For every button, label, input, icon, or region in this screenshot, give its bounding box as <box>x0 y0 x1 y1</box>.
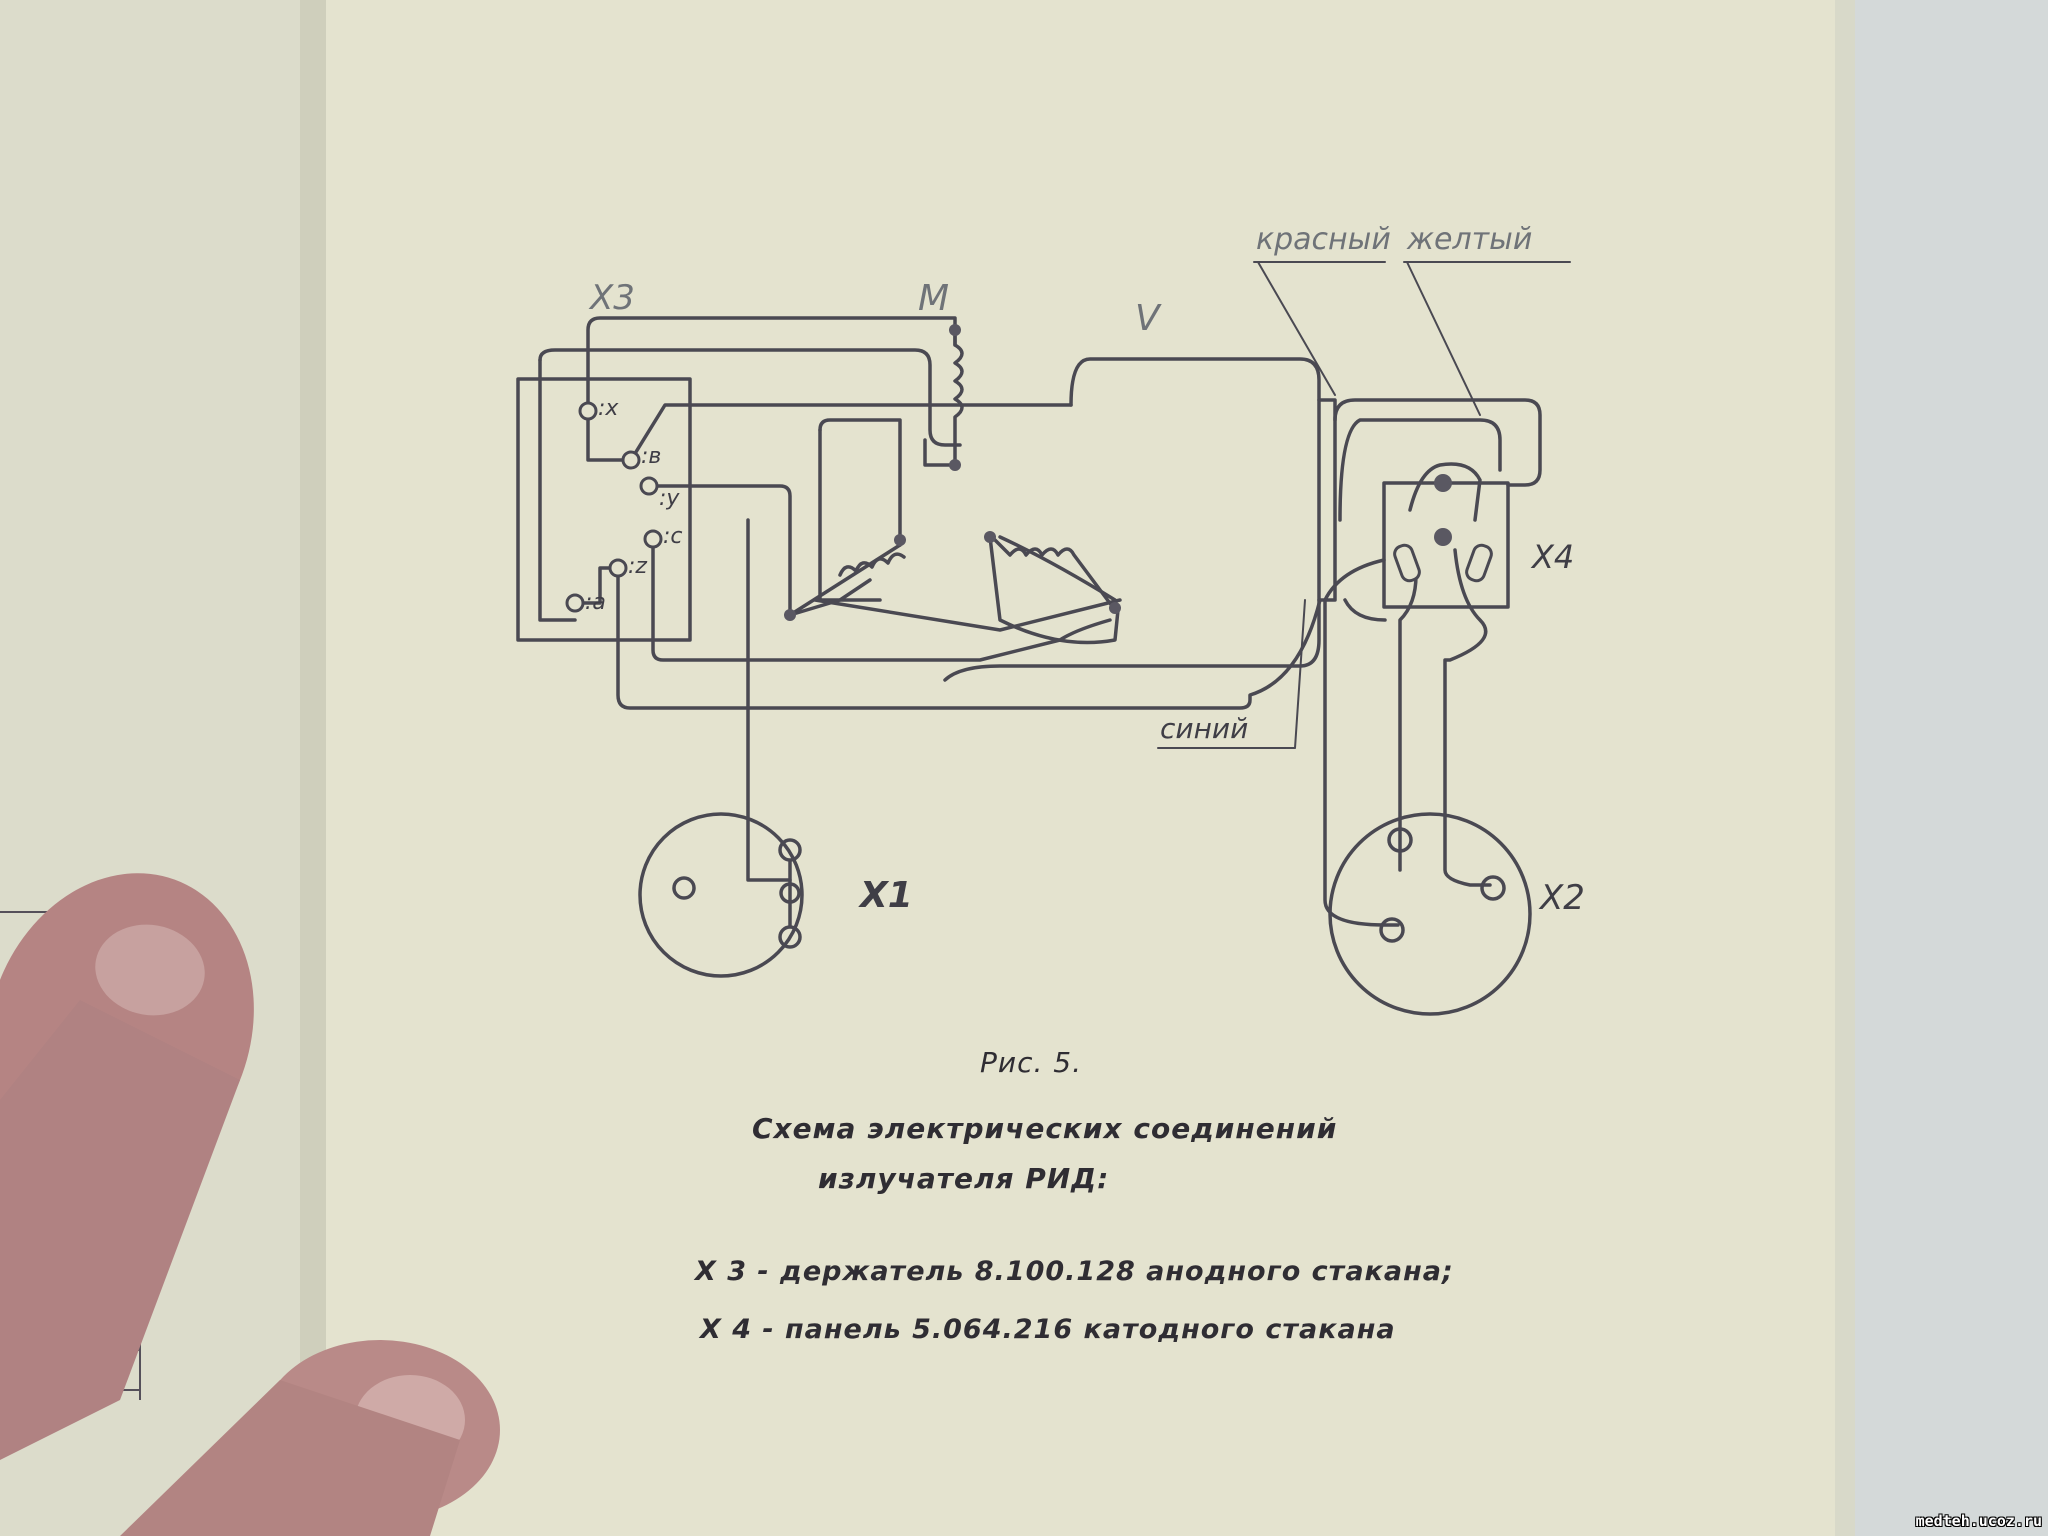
label-m: M <box>918 278 950 319</box>
terminal-label-x: :x <box>598 396 619 421</box>
figure-number: Рис. 5. <box>980 1046 1082 1079</box>
terminal-z <box>608 558 628 578</box>
motor-coil-m <box>923 328 964 467</box>
caption-legend-x3: Х 3 - держатель 8.100.128 анодного стака… <box>695 1256 1454 1287</box>
caption-title-line2: излучателя РИД: <box>818 1162 1110 1195</box>
watermark: medteh.ucoz.ru <box>1915 1512 2042 1530</box>
x2-connector <box>1328 812 1532 1016</box>
book-spine <box>300 0 328 1536</box>
caption-title-line1: Схема электрических соединений <box>752 1112 1338 1145</box>
terminal-v <box>621 450 641 470</box>
main-page <box>326 0 1850 1536</box>
coil-2 <box>990 535 1117 612</box>
page-edge <box>1835 0 1855 1536</box>
terminal-a <box>565 593 585 613</box>
label-x3: X3 <box>590 278 635 318</box>
label-x1: X1 <box>860 875 913 916</box>
terminal-label-c: :c <box>663 524 683 549</box>
junction-dots <box>784 324 1452 621</box>
label-blue-wire: синий <box>1160 712 1249 745</box>
label-x2: X2 <box>1540 878 1585 918</box>
wire-blue <box>1323 558 1400 927</box>
terminal-label-v: :в <box>641 444 662 469</box>
x3-terminals <box>565 401 663 613</box>
x4-pins <box>1393 543 1493 583</box>
x3-holder-frame <box>516 377 692 642</box>
label-yellow-wire: желтый <box>1407 222 1533 257</box>
wire-x-to-m <box>586 316 957 413</box>
terminal-label-z: :z <box>628 554 647 579</box>
label-v: V <box>1135 298 1160 339</box>
label-x4: X4 <box>1532 538 1575 576</box>
terminal-label-a: :a <box>585 590 606 615</box>
x1-connector <box>638 812 804 978</box>
caption-legend-x4: Х 4 - панель 5.064.216 катодного стакана <box>700 1314 1396 1345</box>
v-block <box>943 357 1321 682</box>
coil-1 <box>838 552 906 577</box>
label-red-wire: красный <box>1256 222 1391 257</box>
terminal-x <box>578 401 598 421</box>
terminal-label-y: :y <box>659 486 680 511</box>
thumb-fingers <box>0 873 500 1536</box>
terminal-c <box>643 529 663 549</box>
terminal-y <box>639 476 659 496</box>
wire-to-x1 <box>746 518 792 882</box>
